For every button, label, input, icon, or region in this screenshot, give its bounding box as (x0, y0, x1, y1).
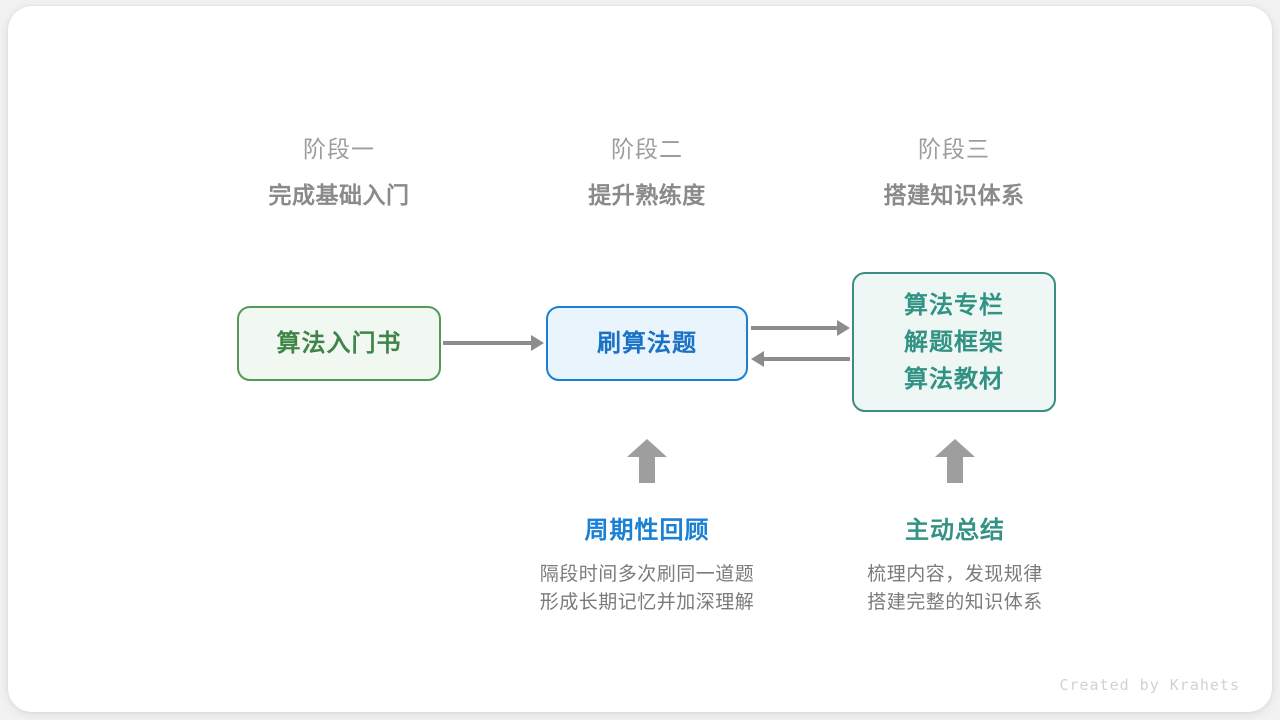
arrow-right-icon-practice-to-knowledge (751, 319, 850, 337)
stage-name: 阶段二 (611, 136, 683, 162)
stage-name: 阶段一 (303, 136, 375, 162)
node-label: 算法入门书 (276, 330, 402, 357)
arrow-shaft (751, 326, 840, 330)
node-label: 算法教材 (904, 365, 1004, 393)
annotation-description-line: 梳理内容，发现规律 (867, 564, 1043, 585)
stage-title: 搭建知识体系 (883, 182, 1025, 208)
annotation-description-line: 搭建完整的知识体系 (867, 592, 1043, 613)
stage-title: 提升熟练度 (588, 182, 706, 208)
annotation-periodic-review: 周期性回顾 隔段时间多次刷同一道题 形成长期记忆并加深理解 (497, 515, 797, 617)
node-label: 算法专栏 (904, 291, 1004, 319)
node-algorithm-intro-book[interactable]: 算法入门书 (237, 306, 441, 381)
arrow-left-icon-knowledge-to-practice (751, 350, 850, 368)
arrow-head (837, 320, 850, 336)
arrow-up-icon-summary (935, 439, 975, 483)
credit-text: Created by Krahets (1059, 676, 1240, 694)
arrow-shaft (947, 455, 963, 483)
annotation-title: 周期性回顾 (584, 517, 710, 544)
annotation-description-line: 隔段时间多次刷同一道题 (539, 564, 755, 585)
stage-name: 阶段三 (918, 136, 990, 162)
node-knowledge-resources[interactable]: 算法专栏 解题框架 算法教材 (852, 272, 1056, 412)
diagram-canvas: 阶段一 完成基础入门 阶段二 提升熟练度 阶段三 搭建知识体系 算法入门书 刷算… (8, 6, 1272, 712)
arrow-right-icon-book-to-practice (443, 334, 544, 352)
annotation-description: 梳理内容，发现规律 搭建完整的知识体系 (805, 561, 1105, 617)
annotation-description: 隔段时间多次刷同一道题 形成长期记忆并加深理解 (497, 561, 797, 617)
arrow-shaft (443, 341, 534, 345)
arrow-head (935, 439, 975, 457)
node-practice-problems[interactable]: 刷算法题 (546, 306, 748, 381)
annotation-title: 主动总结 (905, 517, 1005, 544)
annotation-description-line: 形成长期记忆并加深理解 (539, 592, 755, 613)
node-label: 刷算法题 (597, 330, 697, 357)
arrow-head (627, 439, 667, 457)
arrow-shaft (761, 357, 850, 361)
arrow-head (531, 335, 544, 351)
annotation-active-summary: 主动总结 梳理内容，发现规律 搭建完整的知识体系 (805, 515, 1105, 617)
stage-header-2: 阶段二 提升熟练度 (517, 134, 777, 210)
arrow-up-icon-review (627, 439, 667, 483)
arrow-head (751, 351, 764, 367)
stage-header-1: 阶段一 完成基础入门 (209, 134, 469, 210)
arrow-shaft (639, 455, 655, 483)
stage-title: 完成基础入门 (268, 182, 410, 208)
stage-header-3: 阶段三 搭建知识体系 (824, 134, 1084, 210)
node-label: 解题框架 (904, 328, 1004, 356)
